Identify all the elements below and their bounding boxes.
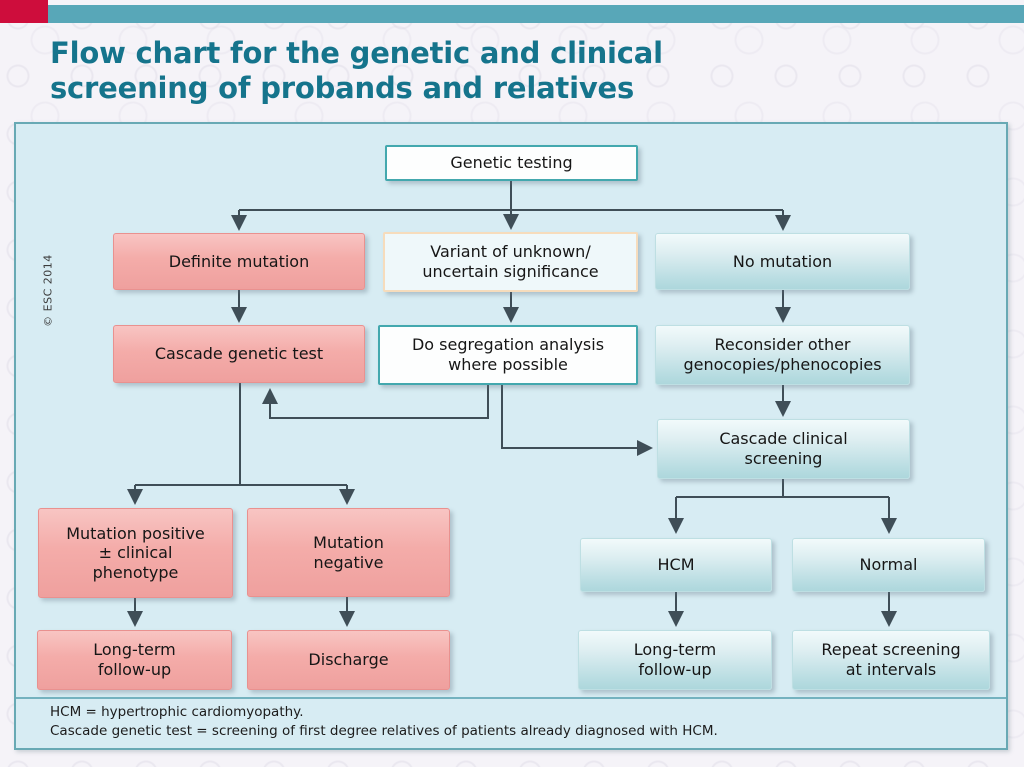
node-definite-mutation: Definite mutation [113, 233, 365, 290]
header-bar [48, 5, 1024, 23]
node-normal: Normal [792, 538, 985, 592]
node-genetic-testing: Genetic testing [385, 145, 638, 181]
footnote-hcm-definition: HCM = hypertrophic cardiomyopathy. [50, 704, 304, 720]
footnote-divider [16, 697, 1006, 699]
esc-copyright-label: © ESC 2014 [41, 254, 55, 327]
node-longterm-followup-right: Long-term follow-up [578, 630, 772, 690]
node-reconsider-genocopies: Reconsider other genocopies/phenocopies [655, 325, 910, 385]
footnote-cascade-definition: Cascade genetic test = screening of firs… [50, 722, 718, 739]
title-line-2: screening of probands and relatives [50, 70, 635, 105]
node-repeat-screening: Repeat screening at intervals [792, 630, 990, 690]
title-line-1: Flow chart for the genetic and clinical [50, 36, 663, 70]
node-longterm-followup-left: Long-term follow-up [37, 630, 232, 690]
node-segregation-analysis: Do segregation analysis where possible [378, 325, 638, 385]
node-cascade-clinical-screening: Cascade clinical screening [657, 419, 910, 479]
brand-red-block [0, 0, 48, 23]
node-cascade-genetic-test: Cascade genetic test [113, 325, 365, 383]
node-hcm: HCM [580, 538, 772, 592]
node-variant-unknown: Variant of unknown/ uncertain significan… [383, 232, 638, 292]
node-mutation-negative: Mutation negative [247, 508, 450, 597]
footnotes: HCM = hypertrophic cardiomyopathy. Casca… [50, 703, 980, 740]
node-mutation-positive: Mutation positive ± clinical phenotype [38, 508, 233, 598]
node-discharge: Discharge [247, 630, 450, 690]
node-no-mutation: No mutation [655, 233, 910, 290]
